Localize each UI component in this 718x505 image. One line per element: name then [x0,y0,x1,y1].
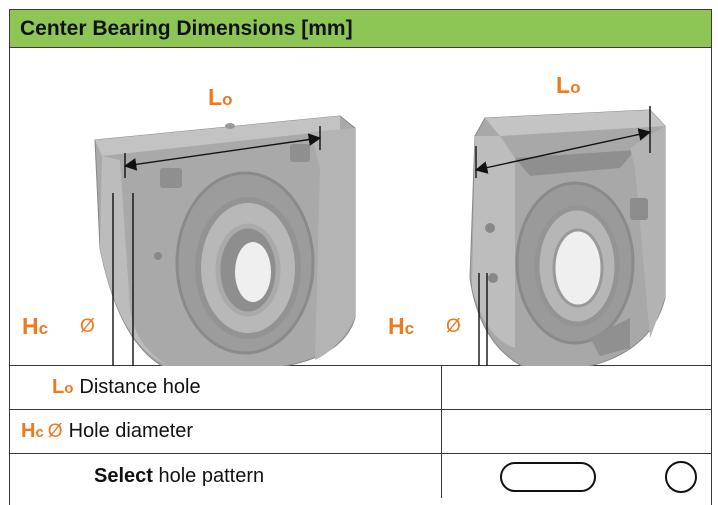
distance-hole-value[interactable] [442,366,711,409]
bearing-right-image [469,109,666,366]
slotted-hole-option[interactable] [500,462,596,492]
distance-label-cell: Lo Distance hole [10,366,442,409]
dimension-lines-right [474,106,652,366]
bearing-figure: Lo Lo Hc Ø Hc Ø [10,48,711,366]
hole-diameter-value[interactable] [442,410,711,453]
center-bearing-panel: Center Bearing Dimensions [mm] [9,9,712,505]
dimension-lines-left [112,126,322,366]
panel-header: Center Bearing Dimensions [mm] [10,10,711,48]
row-distance-hole: Lo Distance hole [10,366,711,410]
row-hole-diameter: Hc Ø Hole diameter [10,410,711,454]
hc-symbol: Hc [21,420,44,442]
row-hole-pattern: Select hole pattern [10,454,711,498]
diameter-symbol-right: Ø [446,316,461,337]
distance-hole-label: Distance hole [79,376,201,398]
hc-label-right: Hc [388,313,415,339]
lo-symbol: Lo [52,376,74,398]
hc-label-left: Hc [22,313,49,339]
bearing-illustrations [94,106,666,366]
lo-label-right: Lo [556,72,581,98]
bearing-left-image [94,115,356,366]
hole-pattern-label: hole pattern [152,464,265,487]
round-hole-option[interactable] [665,461,697,493]
pattern-options [442,454,711,498]
select-label: Select [94,464,153,487]
lo-label-left: Lo [208,84,233,110]
diameter-label-cell: Hc Ø Hole diameter [10,410,442,453]
pattern-label-cell: Select hole pattern [10,454,442,498]
panel-title: Center Bearing Dimensions [mm] [20,16,353,40]
diameter-symbol-left: Ø [80,316,95,337]
diameter-symbol: Ø [47,420,63,442]
hole-diameter-label: Hole diameter [68,420,194,442]
